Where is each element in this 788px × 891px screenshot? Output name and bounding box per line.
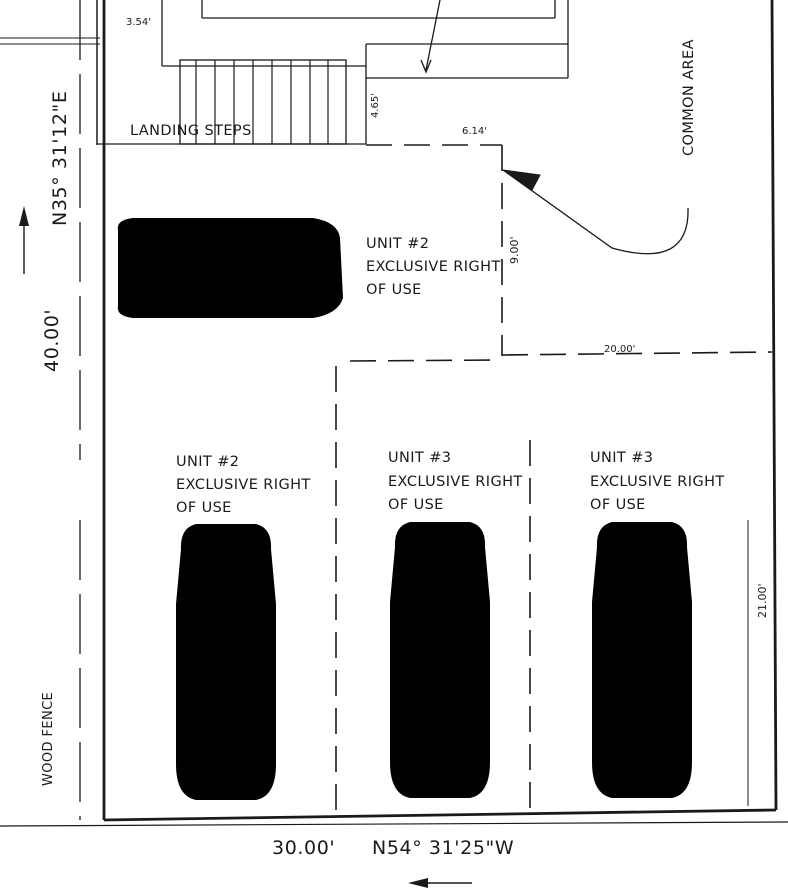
car-bottom-3 [582, 522, 702, 798]
space-label-2: UNIT #3 EXCLUSIVE RIGHT OF USE [388, 450, 523, 513]
reference-lines [0, 0, 788, 827]
building-and-steps [97, 0, 569, 145]
dimension-21-00: 21.00' [756, 583, 769, 618]
space-label-top: UNIT #2 EXCLUSIVE RIGHT OF USE [366, 236, 501, 298]
dimension-4-65: 4.65' [370, 93, 381, 118]
wood-fence-label: WOOD FENCE [41, 692, 56, 786]
property-boundary [96, 0, 778, 822]
car-bottom-2 [380, 522, 500, 798]
space-label-3: UNIT #3 EXCLUSIVE RIGHT OF USE [590, 450, 725, 513]
space-line1: EXCLUSIVE RIGHT [366, 259, 501, 275]
bearing-bottom: N54° 31'25"W [372, 837, 514, 859]
space-unit: UNIT #3 [590, 450, 653, 466]
common-area-label: COMMON AREA [681, 39, 697, 156]
dimension-6-14: 6.14' [462, 126, 487, 137]
landing-steps-label: LANDING STEPS [130, 123, 252, 139]
space-unit: UNIT #2 [366, 236, 429, 252]
space-line1: EXCLUSIVE RIGHT [176, 477, 311, 493]
dimension-3-54: 3.54' [126, 17, 151, 28]
direction-arrow-left [19, 206, 29, 274]
dimension-9-00: 9.00' [508, 236, 521, 264]
bearing-left: N35° 31'12"E [49, 91, 71, 226]
parking-space-outlines [335, 144, 773, 820]
car-bottom-1 [166, 524, 286, 800]
depth-left: 40.00' [41, 309, 63, 372]
direction-arrow-bottom [408, 878, 472, 888]
width-bottom: 30.00' [272, 837, 335, 859]
door-swing-arrow [502, 169, 689, 255]
dimension-20-00: 20.00' [604, 344, 635, 355]
space-unit: UNIT #3 [388, 450, 451, 466]
space-label-1: UNIT #2 EXCLUSIVE RIGHT OF USE [176, 454, 311, 516]
car-top-horizontal [117, 208, 343, 328]
space-line2: OF USE [366, 282, 422, 298]
space-line2: OF USE [176, 500, 232, 516]
space-line2: OF USE [388, 497, 444, 513]
space-line1: EXCLUSIVE RIGHT [388, 474, 523, 490]
space-unit: UNIT #2 [176, 454, 239, 470]
space-line1: EXCLUSIVE RIGHT [590, 474, 725, 490]
space-line2: OF USE [590, 497, 646, 513]
